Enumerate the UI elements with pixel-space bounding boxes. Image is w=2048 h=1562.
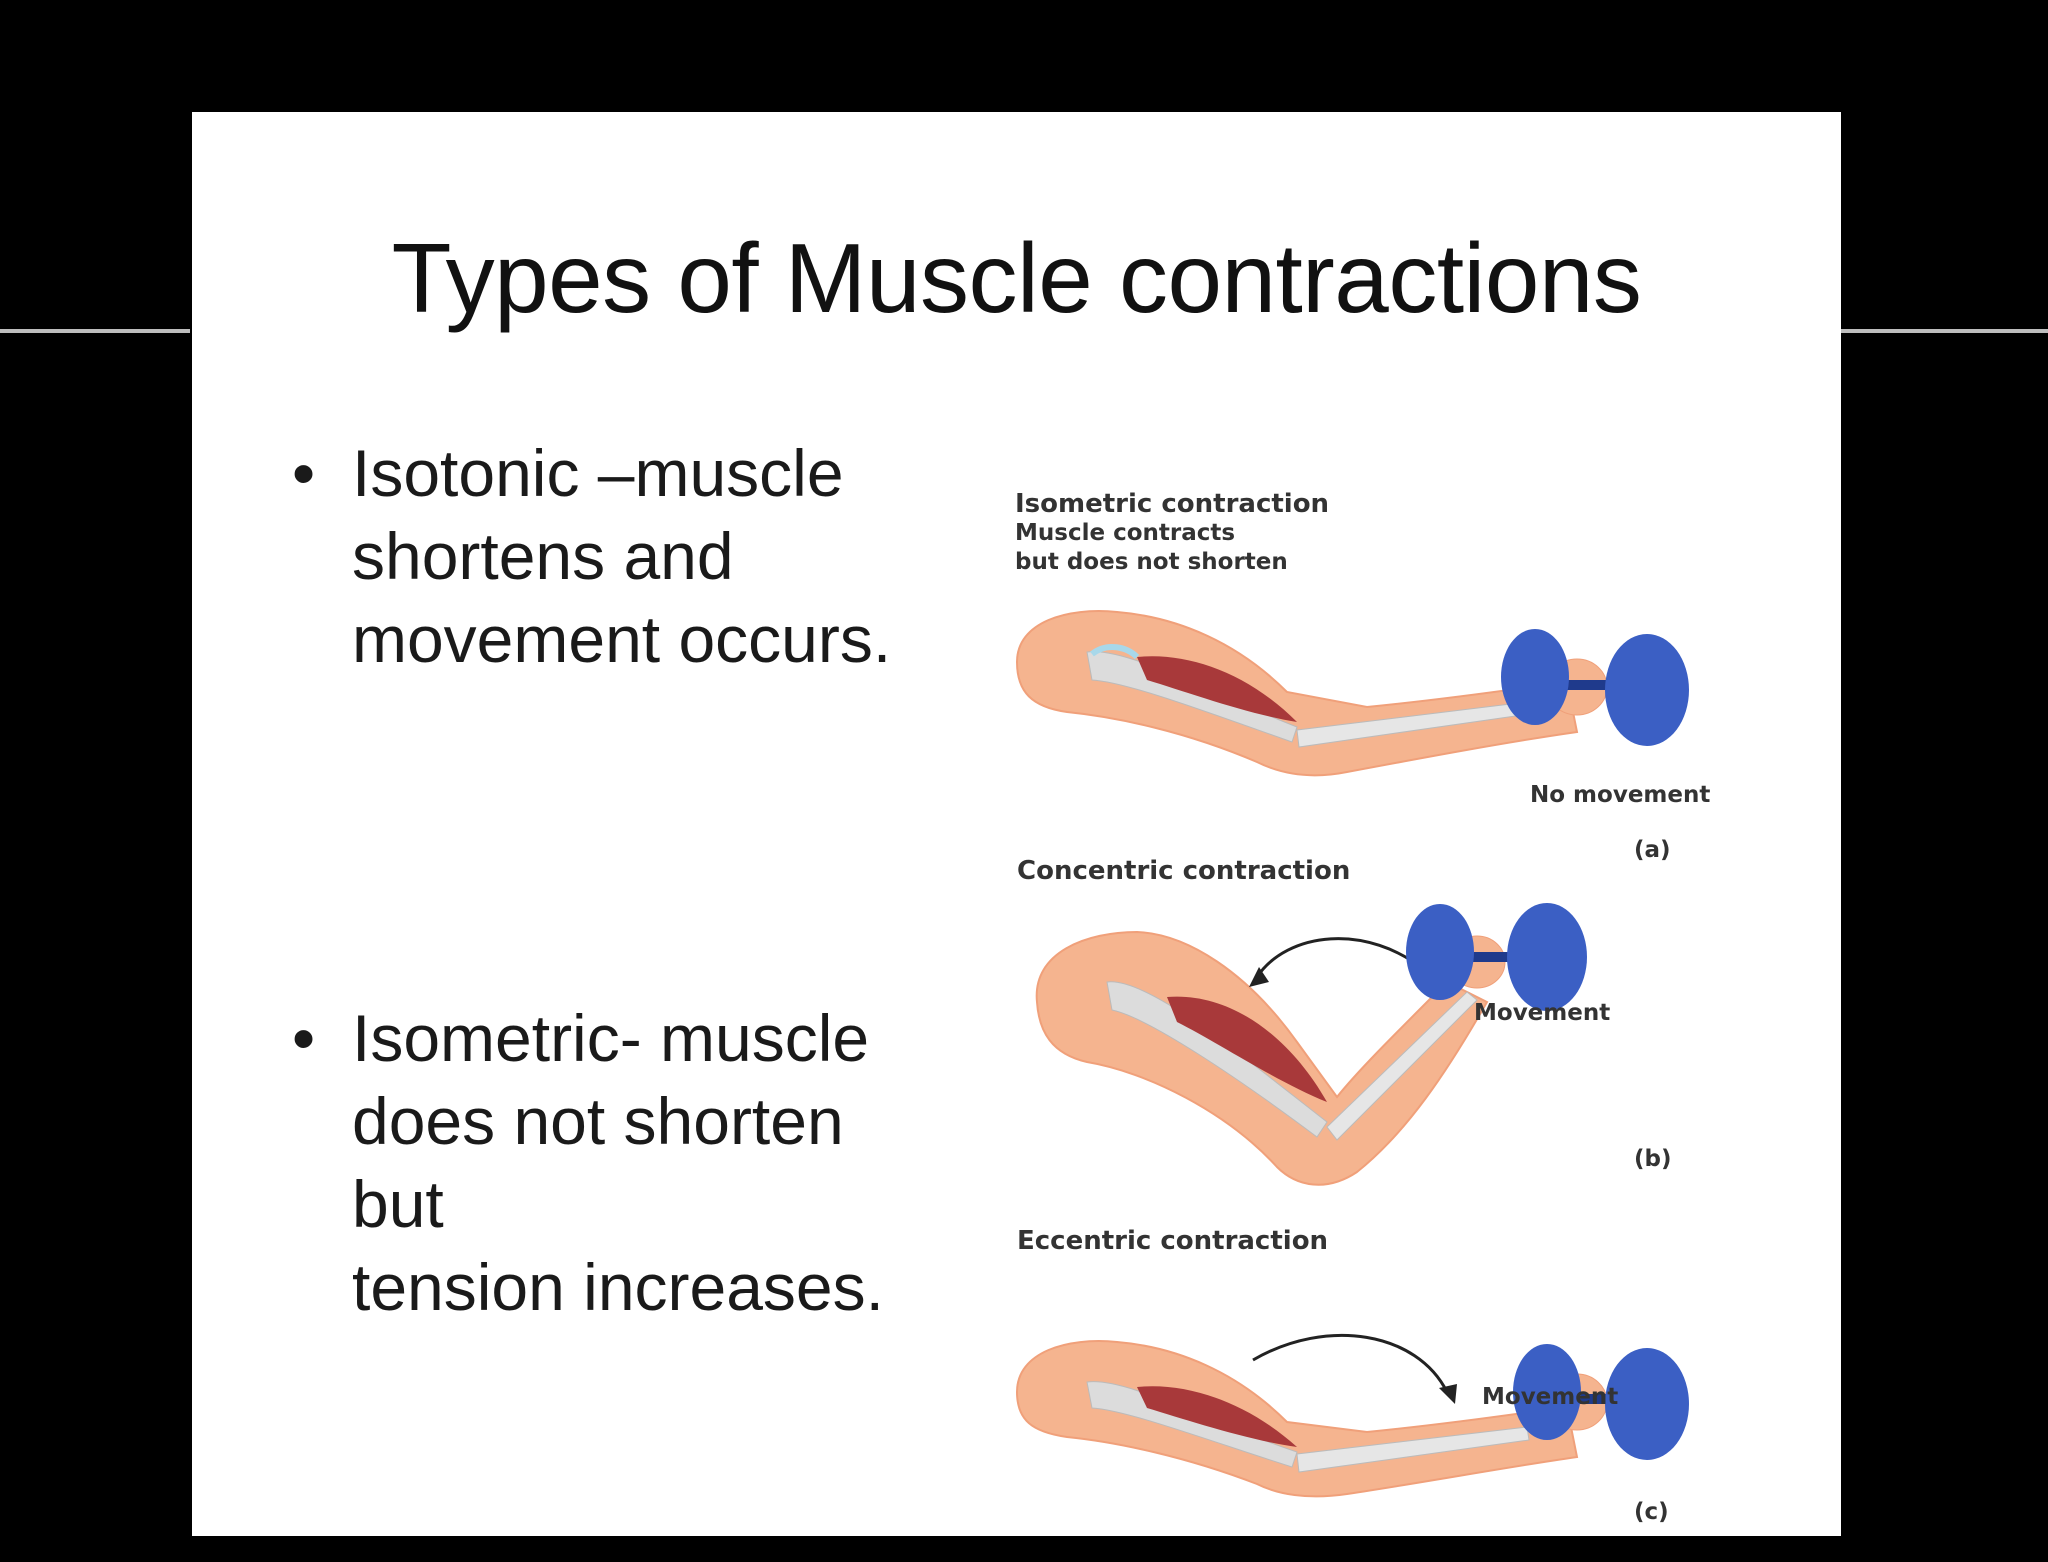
dumbbell-bar xyxy=(1532,1394,1652,1404)
movement-arrow xyxy=(1255,937,1428,978)
bullet-line: movement occurs. xyxy=(352,602,892,676)
dumbbell-weight-right xyxy=(1605,634,1689,746)
biceps-muscle xyxy=(1167,996,1327,1102)
panel-c-tag: (c) xyxy=(1634,1499,1669,1525)
dumbbell-bar xyxy=(1427,952,1547,962)
panel-b-movement-label: Movement xyxy=(1474,1000,1611,1026)
panel-a-tag: (a) xyxy=(1634,837,1671,863)
humerus-bone xyxy=(1106,981,1328,1138)
dumbbell-weight-left xyxy=(1501,629,1569,725)
arm-concentric-illustration xyxy=(1035,903,1587,1186)
header-rule-right xyxy=(1841,329,2048,333)
dumbbell-weight-right xyxy=(1507,903,1587,1011)
movement-arrow xyxy=(1252,1333,1449,1393)
bullet-text: Isotonic –muscle shortens and movement o… xyxy=(352,432,952,681)
bullet-isotonic: • Isotonic –muscle shortens and movement… xyxy=(292,432,992,692)
bullet-dot: • xyxy=(292,436,316,510)
slide-canvas: Types of Muscle contractions • Isotonic … xyxy=(192,112,1841,1536)
panel-a-subtitle-1: Muscle contracts xyxy=(1015,520,1236,546)
panel-c-movement-label: Movement xyxy=(1482,1384,1619,1410)
slide-title: Types of Muscle contractions xyxy=(391,223,1642,333)
bullet-line: Isometric- muscle xyxy=(352,1001,870,1075)
panel-a-caption: No movement xyxy=(1530,782,1711,808)
tendon xyxy=(1090,644,1140,660)
panel-b-title: Concentric contraction xyxy=(1017,856,1351,886)
dumbbell-weight-left xyxy=(1513,1344,1581,1440)
contraction-figure: Isometric contraction Muscle contracts b… xyxy=(1007,362,1807,1562)
bullet-line: shortens and xyxy=(352,519,734,593)
panel-a-subtitle-2: but does not shorten xyxy=(1015,549,1288,575)
upper-arm-skin xyxy=(1015,610,1579,777)
humerus-bone xyxy=(1086,651,1298,743)
arm-isometric-illustration xyxy=(1015,610,1689,777)
humerus-bone xyxy=(1086,1381,1298,1468)
dumbbell-bar xyxy=(1532,680,1652,690)
header-rule-left xyxy=(0,329,190,333)
arrowhead xyxy=(1249,967,1269,987)
forearm-bone xyxy=(1326,991,1478,1141)
bullet-isometric: • Isometric- muscle does not shorten but… xyxy=(292,997,1052,1324)
bullet-dot: • xyxy=(292,1001,316,1075)
biceps-muscle xyxy=(1137,1386,1297,1447)
bullet-line: Isotonic –muscle xyxy=(352,436,844,510)
bullet-text: Isometric- muscle does not shorten but t… xyxy=(352,997,952,1329)
arm-eccentric-illustration xyxy=(1015,1333,1689,1498)
arrowhead xyxy=(1439,1384,1457,1404)
panel-b-tag: (b) xyxy=(1634,1146,1672,1172)
biceps-muscle xyxy=(1137,656,1297,722)
panel-c-title: Eccentric contraction xyxy=(1017,1226,1329,1256)
dumbbell-weight-right xyxy=(1605,1348,1689,1460)
dumbbell-weight-left xyxy=(1406,904,1474,1000)
forearm-bone xyxy=(1296,1426,1530,1473)
arm-skin xyxy=(1015,1340,1579,1498)
panel-a-title: Isometric contraction xyxy=(1015,489,1330,519)
bullet-line: does not shorten but xyxy=(352,1084,844,1241)
bullet-line: tension increases. xyxy=(352,1250,884,1324)
